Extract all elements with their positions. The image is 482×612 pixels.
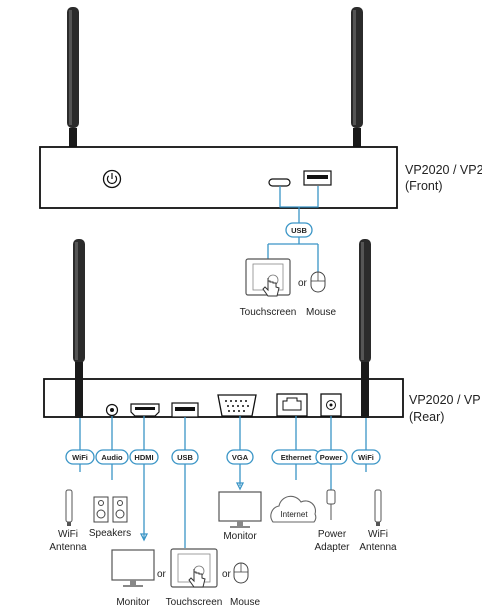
tag-hdmi: HDMI — [134, 453, 153, 462]
front-antenna-right — [351, 7, 363, 148]
front-mouse-label: Mouse — [306, 307, 336, 318]
tag-power: Power — [320, 453, 343, 462]
bottom-or-2: or — [222, 569, 232, 580]
power-adapter-label-2: Adapter — [314, 542, 350, 553]
front-model-label: VP2020 / VP2 — [405, 163, 482, 177]
bottom-or-1: or — [157, 569, 167, 580]
front-antenna-left — [67, 7, 79, 148]
rear-antenna-right — [359, 239, 371, 418]
power-port-icon — [320, 393, 342, 417]
rear-side-label: (Rear) — [409, 410, 444, 424]
rear-wiring: WiFi Audio HDMI USB VGA Ethernet Power W… — [65, 416, 381, 548]
hdmi-monitor-icon — [111, 549, 155, 587]
power-button-icon — [102, 169, 122, 189]
power-adapter-icon — [326, 489, 336, 520]
wifi-antenna-right-label-2: Antenna — [359, 542, 397, 553]
front-usb-tag: USB — [291, 226, 307, 235]
hdmi-monitor-label: Monitor — [116, 597, 150, 608]
hdmi-port-icon — [130, 403, 160, 417]
front-unit: VP2020 / VP2 (Front) — [39, 7, 482, 209]
wifi-antenna-right-label-1: WiFi — [368, 529, 388, 540]
vga-port-icon — [217, 394, 257, 417]
speakers-label: Speakers — [89, 528, 131, 539]
audio-jack-icon — [105, 403, 119, 417]
usb-c-port-icon — [268, 178, 291, 187]
speakers-icon — [93, 496, 128, 523]
front-usb-wiring: USB — [267, 186, 319, 272]
tag-wifi-right: WiFi — [358, 453, 374, 462]
tag-wifi-left: WiFi — [72, 453, 88, 462]
internet-label: Internet — [280, 510, 308, 519]
vga-monitor-label: Monitor — [223, 531, 257, 542]
rear-usb-port-icon — [171, 402, 199, 418]
rear-touchscreen-icon — [170, 548, 218, 588]
internet-cloud-icon: Internet — [270, 495, 317, 523]
wifi-antenna-right-icon — [374, 489, 382, 526]
front-touchscreen-icon — [245, 258, 291, 297]
rear-mouse-icon — [233, 562, 249, 584]
rear-model-label: VP2020 / VP — [409, 393, 481, 407]
rear-antenna-left — [73, 239, 85, 418]
tag-vga: VGA — [232, 453, 249, 462]
rear-touchscreen-label: Touchscreen — [166, 597, 223, 608]
rear-unit: VP2020 / VP (Rear) — [43, 239, 481, 424]
wifi-antenna-left-icon — [65, 489, 73, 526]
wifi-antenna-left-label-2: Antenna — [49, 542, 87, 553]
power-adapter-label-1: Power — [318, 529, 347, 540]
usb-a-port-icon — [303, 170, 332, 186]
rear-mouse-label: Mouse — [230, 597, 260, 608]
front-mouse-icon — [310, 271, 326, 293]
front-side-label: (Front) — [405, 179, 443, 193]
wifi-antenna-left-label-1: WiFi — [58, 529, 78, 540]
tag-ethernet: Ethernet — [281, 453, 312, 462]
front-touchscreen-label: Touchscreen — [240, 307, 297, 318]
front-chassis — [39, 146, 398, 209]
tag-audio: Audio — [101, 453, 123, 462]
vga-monitor-icon — [218, 491, 262, 528]
ethernet-port-icon — [276, 393, 308, 417]
front-or-text: or — [298, 278, 308, 289]
tag-usb: USB — [177, 453, 193, 462]
